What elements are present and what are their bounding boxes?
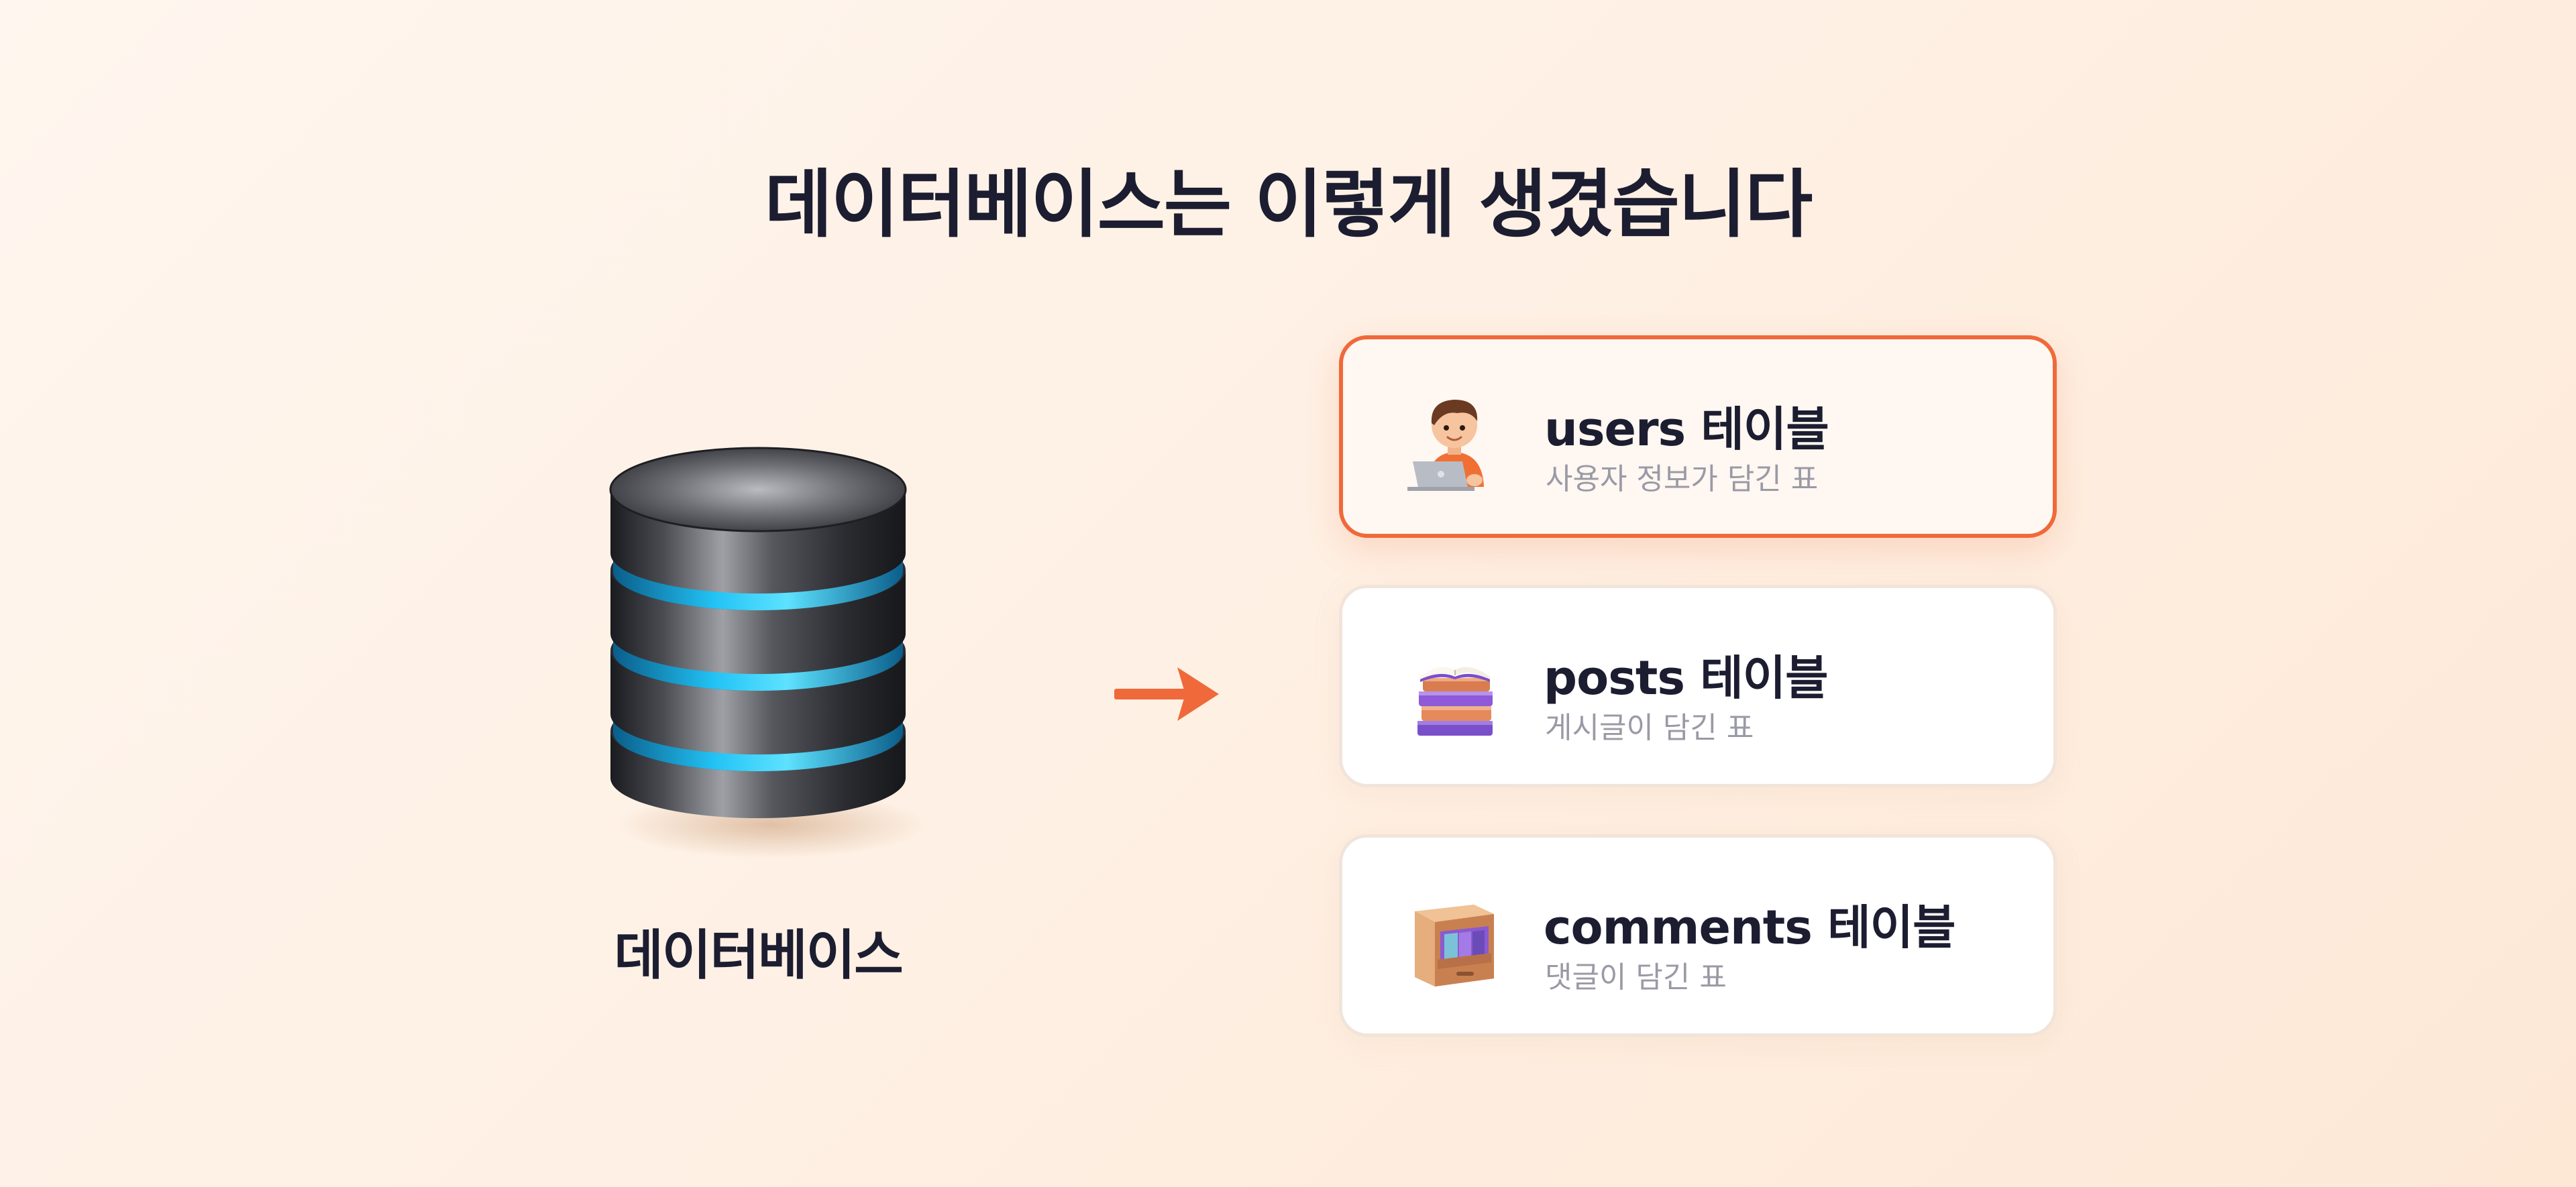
database-icon — [609, 447, 926, 858]
table-description: 게시글이 담긴 표 — [1545, 711, 1754, 745]
table-description: 사용자 정보가 담긴 표 — [1546, 462, 1819, 496]
table-name: comments 테이블 — [1544, 900, 1955, 955]
file-cabinet-icon — [1415, 905, 1494, 986]
table-name: posts 테이블 — [1544, 651, 1829, 705]
database-label: 데이터베이스 — [614, 924, 904, 986]
table-card-posts[interactable]: posts 테이블 게시글이 담긴 표 — [1339, 585, 2057, 787]
table-name: users 테이블 — [1544, 402, 1829, 457]
table-description: 댓글이 담긴 표 — [1545, 960, 1727, 995]
page-title: 데이터베이스는 이렇게 생겼습니다 — [764, 162, 1813, 247]
user-laptop-icon — [1407, 400, 1484, 491]
table-card-comments[interactable]: comments 테이블 댓글이 담긴 표 — [1339, 834, 2057, 1037]
books-icon — [1417, 667, 1493, 736]
table-card-users[interactable]: users 테이블 사용자 정보가 담긴 표 — [1339, 335, 2057, 538]
arrow-right-icon — [1114, 667, 1219, 721]
